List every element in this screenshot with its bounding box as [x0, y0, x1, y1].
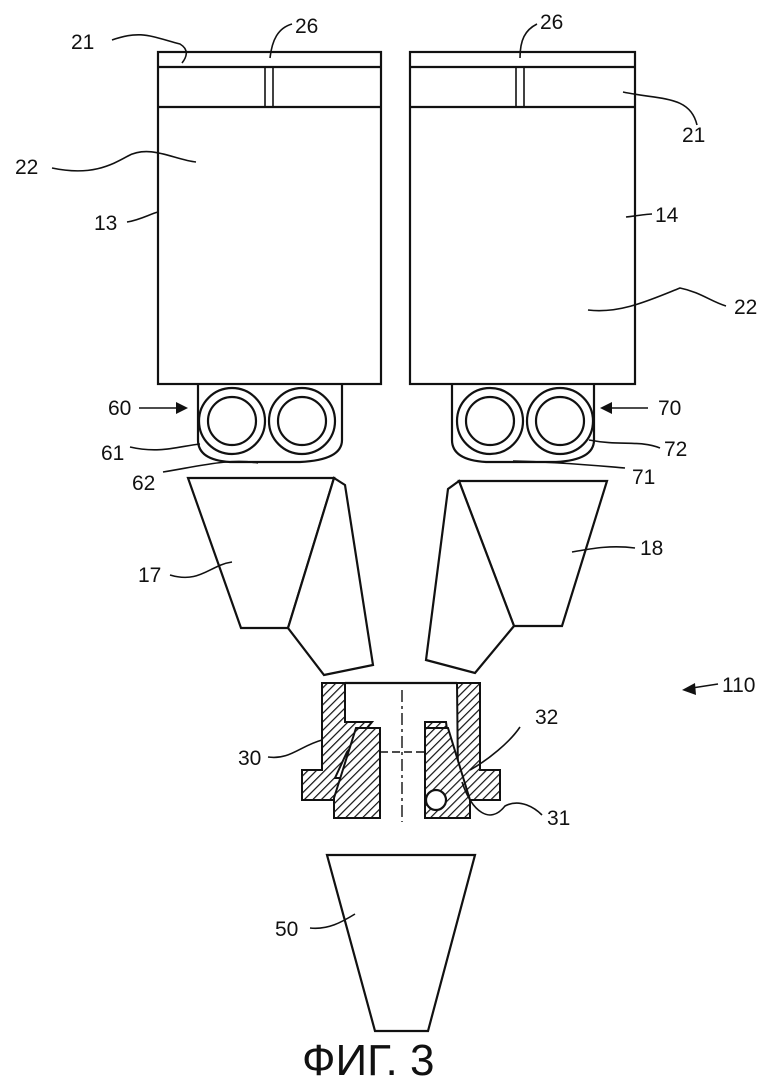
label-18: 18: [640, 537, 663, 560]
label-62: 62: [132, 472, 155, 495]
label-32: 32: [535, 706, 558, 729]
label-30: 30: [238, 747, 261, 770]
right-dosing-unit-70: [452, 384, 594, 462]
label-22-right: 22: [734, 296, 757, 319]
label-22-left: 22: [15, 156, 38, 179]
left-dosing-unit-60: [198, 384, 342, 462]
label-60: 60: [108, 397, 131, 420]
label-14: 14: [655, 204, 679, 227]
label-71: 71: [632, 466, 655, 489]
figure-caption: ФИГ. 3: [302, 1036, 434, 1085]
right-container-14: [410, 52, 635, 384]
reference-numerals: 21 26 26 21 22 13 14 22 60 61 62 70 72 7…: [15, 11, 757, 941]
label-61: 61: [101, 442, 124, 465]
left-container-13: [158, 52, 381, 384]
label-21-right: 21: [682, 124, 705, 147]
label-26-right: 26: [540, 11, 563, 34]
label-21-left: 21: [71, 31, 94, 54]
label-13: 13: [94, 212, 117, 235]
label-110: 110: [722, 674, 755, 697]
label-26-left: 26: [295, 15, 318, 38]
right-chute-18: [426, 481, 607, 673]
label-31: 31: [547, 807, 570, 830]
label-72: 72: [664, 438, 687, 461]
label-50: 50: [275, 918, 298, 941]
left-chute-17: [188, 478, 373, 675]
label-70: 70: [658, 397, 681, 420]
label-17: 17: [138, 564, 161, 587]
outlet-funnel-50: [327, 855, 475, 1031]
